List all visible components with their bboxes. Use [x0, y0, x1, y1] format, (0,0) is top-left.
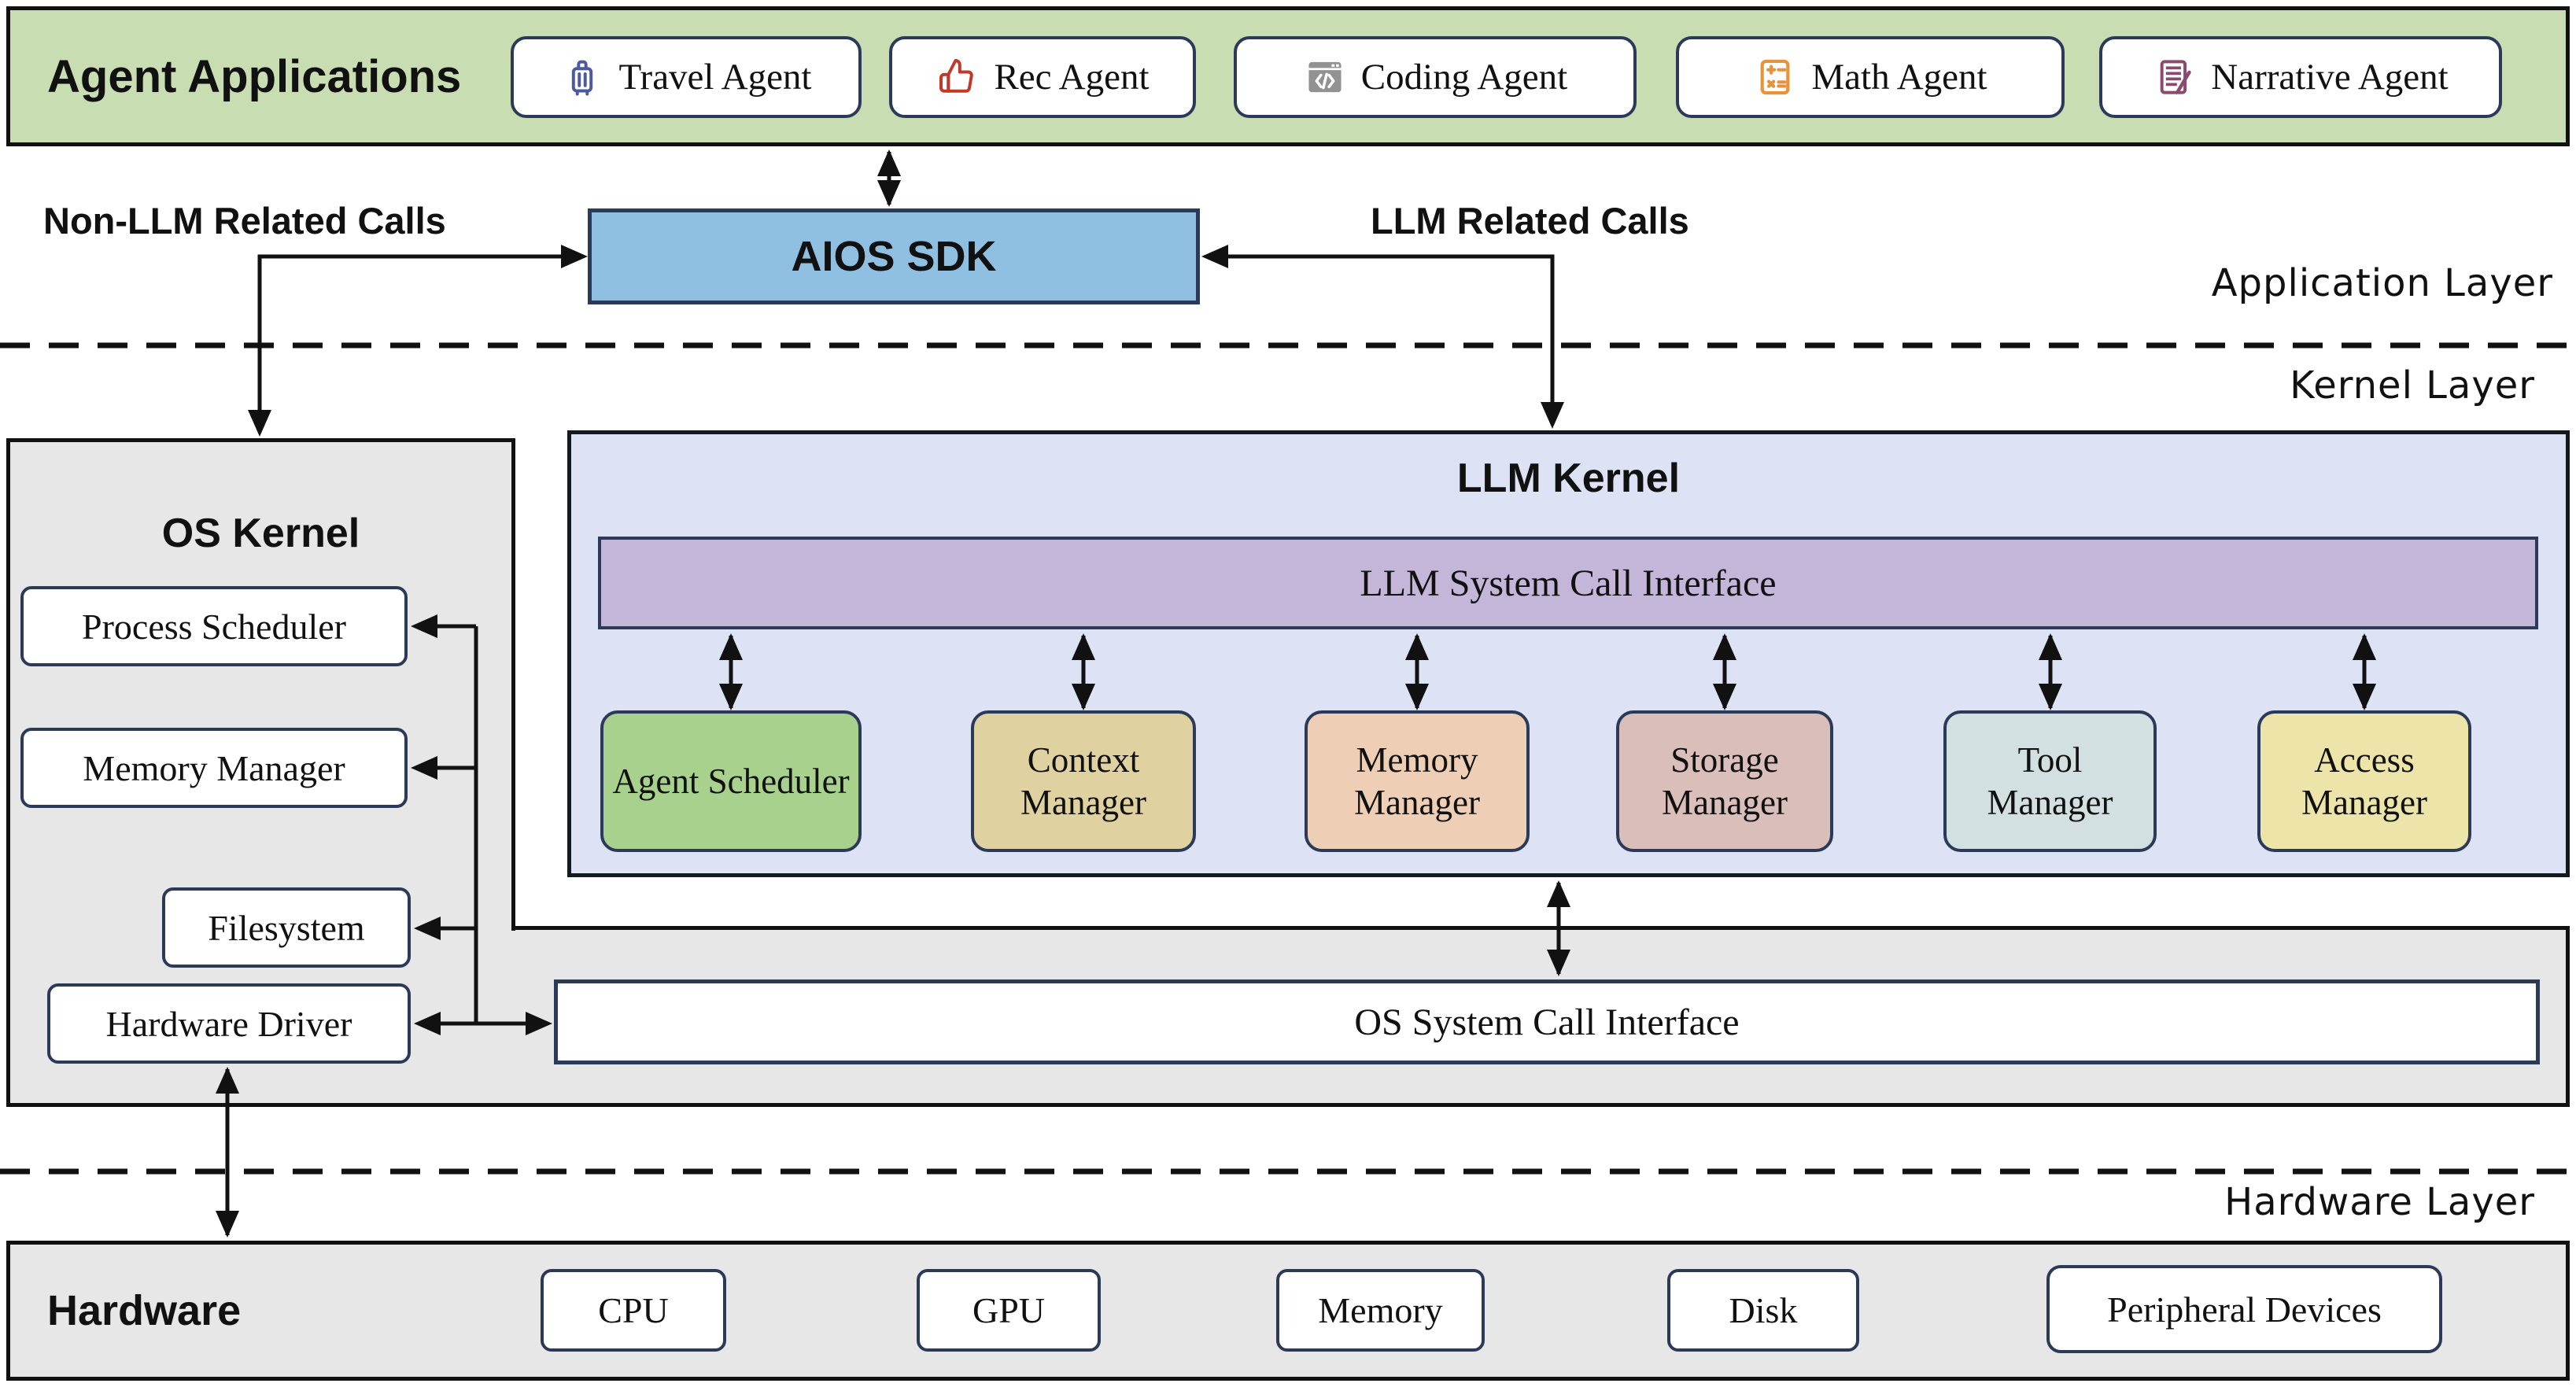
agent-button-label: Rec Agent — [994, 57, 1150, 98]
agent-applications-title: Agent Applications — [47, 50, 462, 102]
hardware-layer-label: Hardware Layer — [2224, 1180, 2535, 1224]
hardware-device-peripheral: Peripheral Devices — [2046, 1265, 2442, 1353]
thumbs-up-icon — [939, 59, 974, 93]
hardware-device-disk: Disk — [1667, 1269, 1859, 1352]
kernel-layer-label: Kernel Layer — [2290, 363, 2535, 408]
manager-tool-manager: Tool Manager — [1943, 710, 2157, 852]
arrow-apps-sdk — [877, 149, 901, 207]
document-pen-icon — [2160, 60, 2191, 95]
hardware-device-gpu: GPU — [917, 1269, 1101, 1352]
arrow-llm-calls — [1201, 245, 1564, 429]
panel-seam — [508, 931, 521, 1103]
os-kernel-component-filesystem: Filesystem — [162, 887, 411, 968]
llm-kernel-panel — [567, 430, 2570, 877]
suitcase-icon — [572, 60, 593, 96]
agent-button-label: Travel Agent — [618, 57, 812, 98]
aios-sdk-box: AIOS SDK — [588, 208, 1200, 304]
aios-sdk-label: AIOS SDK — [791, 233, 997, 280]
agent-button-label: Narrative Agent — [2211, 57, 2449, 98]
agent-button-travel: Travel Agent — [511, 36, 862, 118]
arrow-non-llm-calls — [248, 245, 588, 437]
agent-button-label: Math Agent — [1811, 57, 1987, 98]
agent-button-math: Math Agent — [1676, 36, 2065, 118]
os-syscall-interface-bar: OS System Call Interface — [554, 979, 2540, 1064]
hardware-device-memory: Memory — [1276, 1269, 1485, 1352]
code-window-icon — [1308, 61, 1342, 93]
llm-syscall-interface-bar: LLM System Call Interface — [598, 537, 2538, 629]
agent-button-coding: Coding Agent — [1234, 36, 1637, 118]
manager-context-manager: Context Manager — [971, 710, 1196, 852]
llm-kernel-title: LLM Kernel — [1456, 456, 1681, 501]
manager-storage-manager: Storage Manager — [1616, 710, 1833, 852]
manager-agent-scheduler: Agent Scheduler — [600, 710, 862, 852]
os-kernel-component-memory-manager: Memory Manager — [20, 728, 408, 808]
agent-button-narrative: Narrative Agent — [2099, 36, 2502, 118]
agent-button-rec: Rec Agent — [889, 36, 1196, 118]
manager-memory-manager: Memory Manager — [1305, 710, 1530, 852]
hardware-panel-title: Hardware — [47, 1287, 242, 1334]
os-kernel-title: OS Kernel — [161, 511, 360, 556]
calculator-icon — [1760, 59, 1790, 95]
os-kernel-component-hardware-driver: Hardware Driver — [47, 983, 411, 1064]
agent-button-label: Coding Agent — [1360, 57, 1568, 98]
llm-calls-label: LLM Related Calls — [1371, 200, 1689, 242]
application-layer-label: Application Layer — [2211, 261, 2553, 305]
os-kernel-component-process-scheduler: Process Scheduler — [20, 586, 408, 666]
manager-access-manager: Access Manager — [2257, 710, 2471, 852]
hardware-device-cpu: CPU — [541, 1269, 726, 1352]
non-llm-calls-label: Non-LLM Related Calls — [43, 200, 446, 242]
